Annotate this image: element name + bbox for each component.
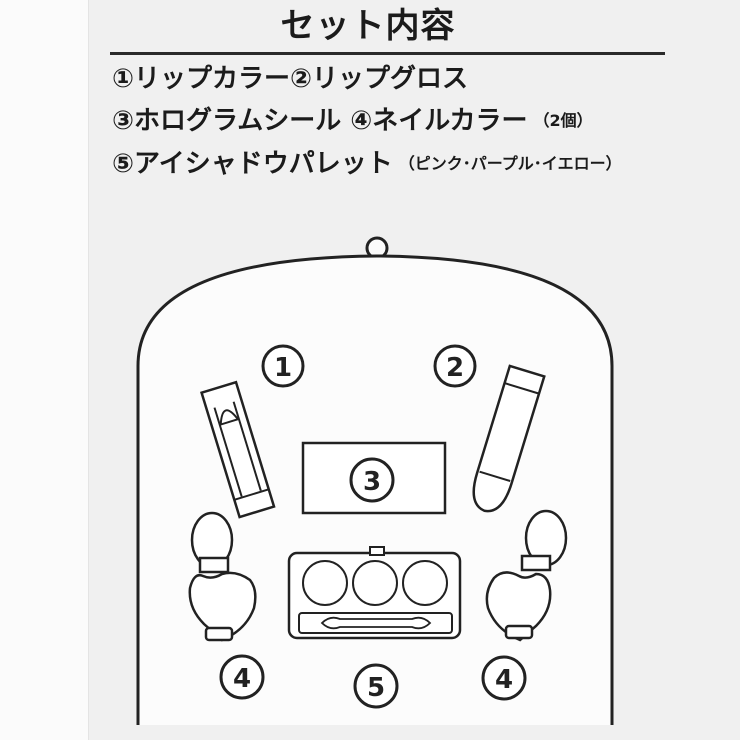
marker-2: 2 bbox=[433, 344, 477, 388]
contents-line-1-text: ①リップカラー②リップグロス bbox=[112, 64, 469, 94]
svg-text:4: 4 bbox=[495, 665, 513, 695]
marker-4-right: 4 bbox=[481, 655, 527, 701]
nail-polish-left-outline bbox=[188, 511, 257, 642]
eyeshadow-pan-pink bbox=[302, 560, 348, 606]
marker-3: 3 bbox=[349, 457, 395, 503]
contents-line-1: ①リップカラー②リップグロス bbox=[112, 62, 468, 96]
marker-5: 5 bbox=[353, 663, 399, 709]
title-underline bbox=[110, 52, 665, 55]
svg-text:1: 1 bbox=[274, 353, 292, 383]
lip-gloss-outline bbox=[472, 364, 546, 513]
marker-1: 1 bbox=[261, 344, 305, 388]
svg-text:3: 3 bbox=[363, 467, 381, 497]
contents-line-3: ⑤アイシャドウパレット （ピンク･パープル･イエロー） bbox=[112, 147, 622, 181]
eyeshadow-palette-outline bbox=[287, 546, 462, 640]
contents-line-2: ③ホログラムシール ④ネイルカラー （2個） bbox=[112, 104, 593, 138]
svg-text:2: 2 bbox=[446, 353, 464, 383]
eyeshadow-pan-purple bbox=[352, 560, 398, 606]
nail-polish-right-outline bbox=[485, 509, 568, 642]
page-title: セット内容 bbox=[280, 6, 456, 46]
marker-4-left: 4 bbox=[219, 654, 265, 700]
contents-line-3-text: ⑤アイシャドウパレット bbox=[112, 149, 393, 179]
eyeshadow-pan-yellow bbox=[402, 560, 448, 606]
svg-text:4: 4 bbox=[233, 664, 251, 694]
lipstick-outline bbox=[200, 380, 276, 519]
contents-line-2-text: ③ホログラムシール ④ネイルカラー bbox=[112, 106, 528, 136]
applicator-outline bbox=[320, 616, 432, 630]
svg-text:5: 5 bbox=[367, 673, 385, 703]
contents-line-2-note: （2個） bbox=[533, 111, 593, 130]
contents-line-3-note: （ピンク･パープル･イエロー） bbox=[398, 154, 622, 173]
